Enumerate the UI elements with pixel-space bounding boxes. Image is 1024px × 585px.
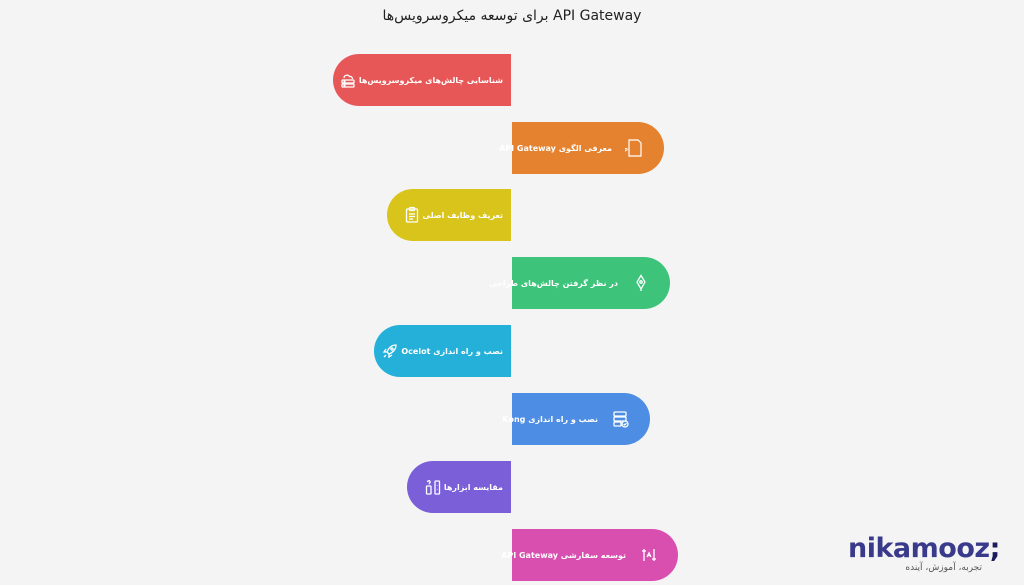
cloud-server-icon — [337, 69, 359, 91]
step-1: شناسایی چالش‌های میکروسرویس‌ها — [333, 54, 511, 106]
pen-nib-icon — [630, 272, 652, 294]
logo-brand-main: nikamooz — [848, 533, 990, 564]
step-3-label: تعریف وظایف اصلی — [422, 210, 503, 220]
compare-bars-icon — [422, 476, 444, 498]
step-5: نصب و راه اندازی Ocelot — [374, 325, 511, 377]
logo-tagline: تجربه، آموزش، آینده — [905, 563, 982, 573]
step-1-label: شناسایی چالش‌های میکروسرویس‌ها — [358, 75, 503, 85]
diagram-title: API Gateway برای توسعه میکروسرویس‌ها — [382, 8, 642, 24]
api-document-icon: API — [624, 137, 646, 159]
step-4-label: در نظر گرفتن چالش‌های طراحی — [488, 278, 618, 288]
step-2: API معرفی الگوی API Gateway — [499, 122, 664, 174]
server-check-icon — [610, 408, 632, 430]
step-4: در نظر گرفتن چالش‌های طراحی — [489, 257, 670, 309]
step-7: مقایسه ابزارها — [407, 461, 511, 513]
logo-brand: nikamooz; — [848, 533, 1001, 564]
step-8: توسعه سفارشی API Gateway — [501, 529, 678, 581]
step-6-label: نصب و راه اندازی Kong — [502, 414, 598, 424]
nikamooz-logo: nikamooz; تجربه، آموزش، آینده — [848, 533, 1001, 579]
custom-build-icon — [638, 544, 660, 566]
step-7-label: مقایسه ابزارها — [443, 482, 503, 492]
step-6: نصب و راه اندازی Kong — [502, 393, 650, 445]
step-5-label: نصب و راه اندازی Ocelot — [401, 346, 503, 356]
step-8-label: توسعه سفارشی API Gateway — [501, 550, 626, 560]
svg-text:API: API — [625, 148, 630, 154]
clipboard-icon — [401, 204, 423, 226]
step-2-label: معرفی الگوی API Gateway — [499, 143, 612, 153]
logo-brand-suffix: ; — [989, 533, 1001, 564]
step-3: تعریف وظایف اصلی — [387, 189, 511, 241]
rocket-icon — [379, 340, 401, 362]
